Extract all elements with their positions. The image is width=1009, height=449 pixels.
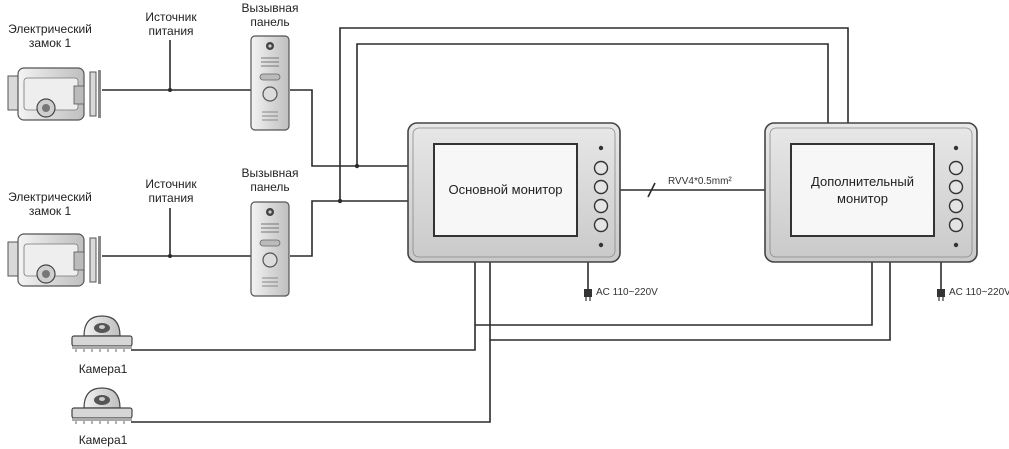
call-panel-icon bbox=[250, 35, 290, 131]
monitor-button bbox=[948, 217, 964, 233]
wire-panel1-main bbox=[290, 89, 408, 167]
wire-camera1-extra bbox=[475, 262, 873, 326]
monitor-button bbox=[593, 198, 609, 214]
cable-slash bbox=[647, 182, 656, 198]
wire-panel2-main bbox=[290, 200, 408, 257]
monitor-button bbox=[948, 198, 964, 214]
power-top-label: Источник питания bbox=[145, 10, 197, 38]
panel-bottom-label: Вызывная панель bbox=[241, 166, 299, 194]
monitor-button bbox=[593, 160, 609, 176]
main-monitor-screen bbox=[433, 143, 578, 237]
camera-top-label: Камера1 bbox=[78, 362, 128, 376]
dome-camera-icon bbox=[71, 387, 133, 424]
extra-monitor-label: Дополнительный монитор bbox=[811, 174, 914, 206]
lock-bottom-label: Электрический замок 1 bbox=[8, 190, 92, 218]
electric-lock-icon bbox=[7, 233, 101, 287]
wire-panel2-extra bbox=[339, 27, 849, 201]
electric-lock-icon bbox=[7, 67, 101, 121]
wire-camera2-extra bbox=[490, 262, 891, 341]
monitor-button bbox=[593, 179, 609, 195]
wires bbox=[102, 27, 942, 423]
power-bottom-label: Источник питания bbox=[145, 177, 197, 205]
extra-monitor bbox=[764, 122, 978, 263]
main-monitor-label: Основной монитор bbox=[448, 182, 563, 197]
wire-camera1-main bbox=[131, 262, 476, 351]
power-plug-icon bbox=[937, 289, 945, 301]
power-plug-icon bbox=[584, 289, 592, 301]
lock-top-label: Электрический замок 1 bbox=[8, 22, 92, 50]
extra-monitor-screen bbox=[790, 143, 935, 237]
camera-bottom-label: Камера1 bbox=[78, 433, 128, 447]
monitor-button bbox=[593, 217, 609, 233]
call-panel-icon bbox=[250, 201, 290, 297]
junctions bbox=[168, 88, 360, 258]
panel-top-label: Вызывная панель bbox=[241, 1, 299, 29]
monitor-button bbox=[948, 179, 964, 195]
wire-camera2-main bbox=[131, 262, 491, 423]
wire-panel1-extra bbox=[356, 43, 829, 166]
dome-camera-icon bbox=[71, 315, 133, 352]
monitor-button bbox=[948, 160, 964, 176]
ac-main-label: AC 110~220V bbox=[596, 287, 658, 298]
ac-extra-label: AC 110~220V bbox=[949, 287, 1009, 298]
cable-label: RVV4*0.5mm² bbox=[668, 176, 732, 187]
main-monitor bbox=[407, 122, 621, 263]
